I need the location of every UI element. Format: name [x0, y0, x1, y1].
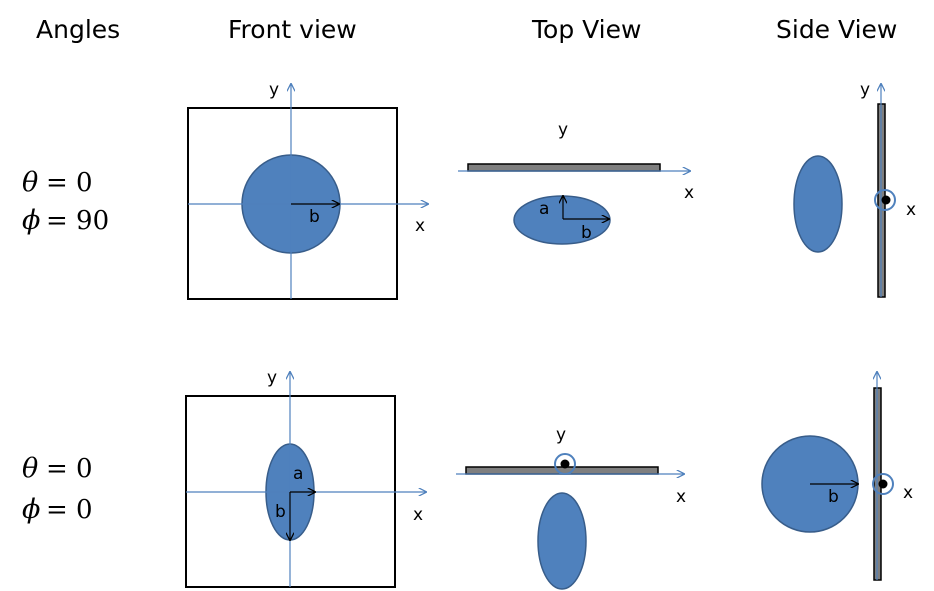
y-out-of-page-dot — [560, 459, 570, 469]
y-label: y — [558, 120, 568, 140]
theta-symbol: θ — [22, 453, 38, 484]
row-1: θ = 0 ϕ = 90 y x b y x a b — [22, 80, 916, 300]
x-out-of-page-ring — [872, 473, 894, 495]
phi-value: = 90 — [46, 206, 109, 236]
row-2-front-view: y x a b — [185, 368, 426, 588]
a-label: a — [539, 199, 549, 219]
ellipse-shape — [537, 492, 587, 590]
y-label: y — [556, 425, 566, 445]
phi-symbol: ϕ — [22, 205, 40, 236]
header-side-view: Side View — [776, 15, 897, 44]
x-label: x — [906, 200, 916, 220]
x-label: x — [684, 183, 694, 203]
header-front-view: Front view — [228, 15, 357, 44]
row-1-top-view: y x a b — [458, 120, 694, 245]
y-label: y — [269, 80, 279, 100]
row-2: θ = 0 ϕ = 0 y x a b y x — [22, 368, 913, 590]
x-label: x — [413, 505, 423, 525]
x-out-of-page-ring — [874, 189, 896, 211]
header-angles: Angles — [36, 15, 120, 44]
ellipse-shape — [513, 195, 611, 245]
row-2-top-view: y x — [456, 425, 686, 590]
theta-value: = 0 — [46, 454, 93, 484]
header-top-view: Top View — [531, 15, 641, 44]
plate — [467, 163, 661, 172]
y-label: y — [860, 80, 870, 100]
theta-symbol: θ — [22, 167, 38, 198]
x-out-of-page-dot — [881, 195, 891, 205]
row-1-side-view: y x — [793, 80, 916, 298]
b-label: b — [828, 487, 839, 507]
row-1-front-view: y x b — [187, 80, 428, 300]
theta-value: = 0 — [46, 168, 93, 198]
b-label: b — [309, 207, 320, 227]
y-out-of-page-ring — [554, 453, 576, 475]
ellipse-shape — [793, 155, 843, 253]
b-label: b — [581, 223, 592, 243]
y-label: y — [267, 368, 277, 388]
row-2-side-view: b x — [761, 372, 913, 581]
x-label: x — [903, 483, 913, 503]
row-1-angles: θ = 0 ϕ = 90 — [22, 167, 109, 236]
x-out-of-page-dot — [878, 479, 888, 489]
b-label: b — [275, 502, 286, 522]
a-label: a — [293, 464, 303, 484]
phi-symbol: ϕ — [22, 494, 40, 525]
phi-value: = 0 — [46, 495, 93, 525]
x-label: x — [676, 487, 686, 507]
x-label: x — [415, 216, 425, 236]
row-2-angles: θ = 0 ϕ = 0 — [22, 453, 93, 525]
